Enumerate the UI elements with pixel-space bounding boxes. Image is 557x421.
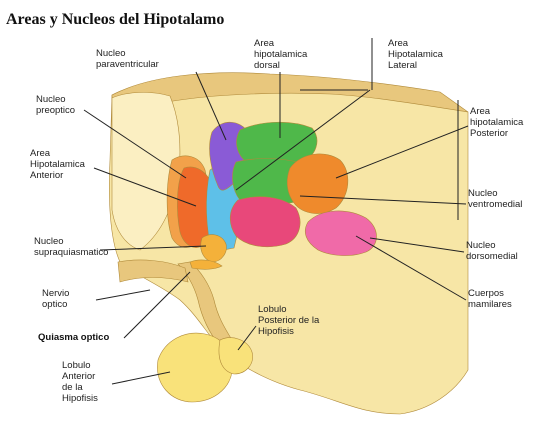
label-suprachiasmatic: Nucleosupraquiasmatico	[34, 236, 108, 258]
label-ventromedial: Nucleoventromedial	[468, 188, 522, 210]
label-anterior-lobe: LobuloAnteriorde laHipofisis	[62, 360, 98, 404]
label-preoptic: Nucleopreoptico	[36, 94, 75, 116]
label-mammillary: Cuerposmamilares	[468, 288, 512, 310]
leader-optic-nerve	[96, 290, 150, 300]
label-chiasm: Quiasma optico	[38, 332, 109, 343]
label-dorsal-area: Areahipotalamicadorsal	[254, 38, 308, 71]
label-optic-nerve: Nerviooptico	[42, 288, 69, 310]
label-paraventricular: Nucleoparaventricular	[96, 48, 159, 70]
label-lateral-area: AreaHipotalamicaLateral	[388, 38, 444, 71]
label-dorsomedial: Nucleodorsomedial	[466, 240, 518, 262]
brain-illustration	[109, 73, 468, 414]
posterior-hypothalamic-area	[287, 154, 348, 214]
diagram-title: Areas y Nucleos del Hipotalamo	[6, 11, 224, 28]
label-posterior-area: AreahipotalamicaPosterior	[470, 106, 524, 139]
label-anterior-area: AreaHipotalamicaAnterior	[30, 148, 86, 181]
ventromedial-nucleus	[230, 197, 300, 247]
